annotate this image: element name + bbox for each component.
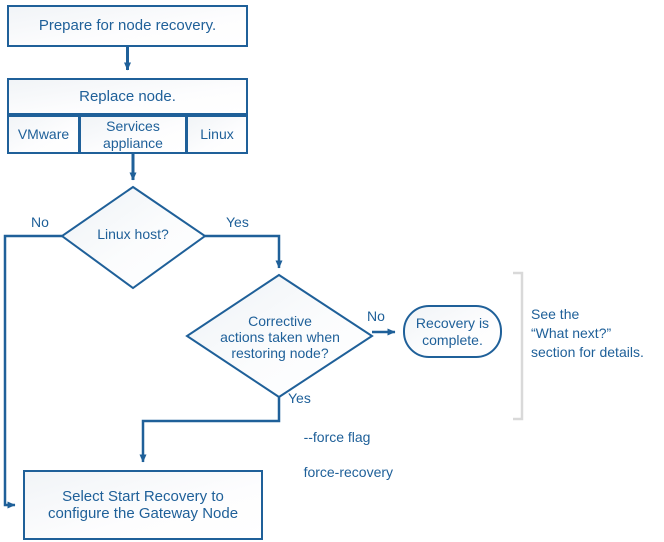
- edge-linuxhost-no: [3, 234, 62, 509]
- annotation-line-1: See the: [531, 306, 580, 322]
- node-recovery-complete-label: Recovery is complete.: [412, 315, 493, 347]
- node-select-start-recovery[interactable]: Select Start Recovery to configure the G…: [23, 470, 263, 540]
- node-option-vmware-label: VMware: [17, 126, 70, 143]
- node-option-services-appliance-label: Services appliance: [103, 118, 163, 151]
- annotation-bracket: [513, 271, 524, 421]
- node-recovery-complete-line-2: complete.: [422, 331, 483, 348]
- node-option-linux[interactable]: Linux: [186, 115, 248, 154]
- annotation-line-3: section for details.: [531, 343, 644, 360]
- node-select-start-label: Select Start Recovery to configure the G…: [44, 488, 242, 523]
- decision-linux-host-shape: [60, 185, 207, 290]
- node-prepare-for-node-recovery[interactable]: Prepare for node recovery.: [7, 5, 248, 47]
- edge-linuxhost-yes: [205, 234, 283, 269]
- node-option-vmware[interactable]: VMware: [7, 115, 80, 154]
- edge-corrective-yes: [139, 397, 281, 463]
- annotation-what-next: See the “What next?” section for details…: [531, 305, 659, 362]
- node-option-services-appliance[interactable]: Services appliance: [79, 115, 187, 154]
- node-replace-label: Replace node.: [79, 87, 176, 105]
- node-select-start-line-2: configure the Gateway Node: [47, 505, 239, 522]
- annotation-line-2: “What next?”: [531, 324, 612, 341]
- node-recovery-complete-line-1: Recovery is: [415, 315, 490, 332]
- decision-corrective-actions-shape: [185, 273, 374, 399]
- node-recovery-is-complete[interactable]: Recovery is complete.: [403, 305, 502, 358]
- node-replace-node[interactable]: Replace node.: [7, 78, 248, 115]
- node-select-start-line-1: Select Start Recovery to: [62, 487, 224, 505]
- node-prepare-label: Prepare for node recovery.: [38, 17, 217, 35]
- node-option-linux-label: Linux: [200, 126, 234, 143]
